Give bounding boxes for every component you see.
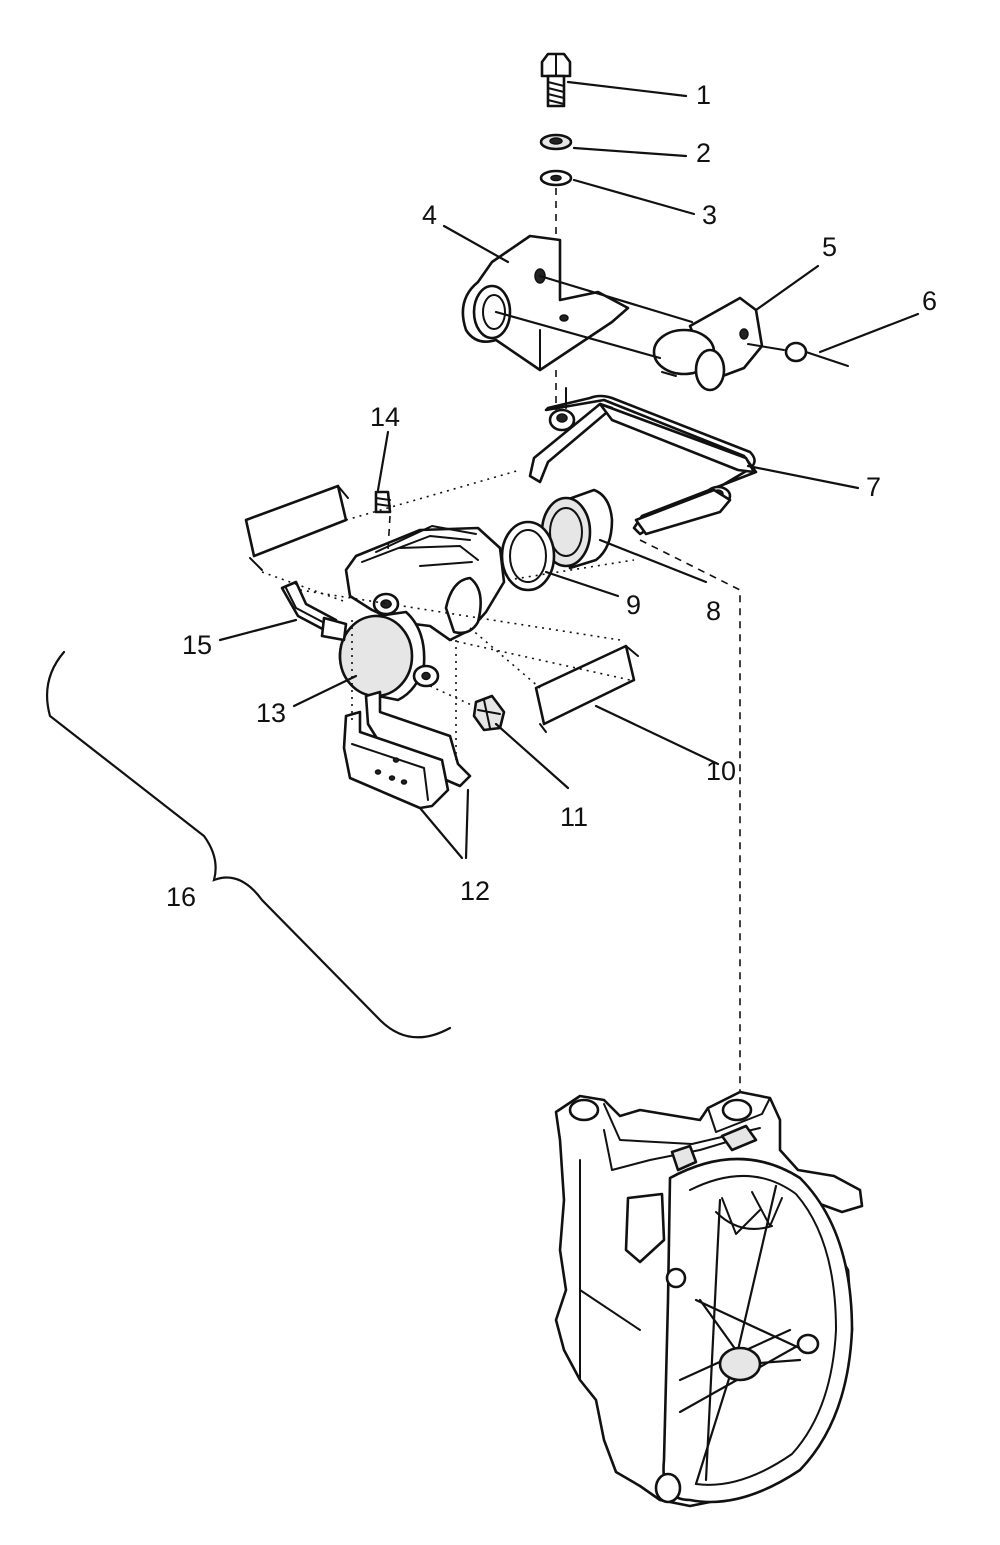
bracket-lever-link-upper [538, 274, 694, 324]
part-bolt [540, 52, 572, 108]
callout-11: 11 [560, 802, 588, 832]
part-flat-washer [539, 169, 573, 187]
part-fitting [472, 694, 506, 732]
callout-15: 15 [182, 630, 212, 660]
part-seal-ring [500, 520, 556, 592]
callout-labels: 1 2 3 4 5 6 7 8 9 10 11 12 13 14 15 16 [166, 80, 937, 912]
callout-13: 13 [256, 698, 286, 728]
kit-bracket [46, 650, 452, 1039]
part-pin [747, 341, 849, 367]
part-mounting-bracket [461, 234, 630, 372]
callout-2: 2 [696, 138, 711, 168]
part-piston [540, 488, 614, 570]
callout-4: 4 [422, 200, 437, 230]
callout-16: 16 [166, 882, 196, 912]
callout-3: 3 [702, 200, 717, 230]
part-lock-washer [539, 133, 573, 151]
bracket-lever-link-lower [494, 310, 662, 360]
part-shim-upper [244, 484, 349, 571]
part-shim-lower [534, 644, 639, 733]
part-housing [554, 1090, 864, 1508]
callout-1: 1 [696, 80, 711, 110]
callout-6: 6 [922, 286, 937, 316]
alignment-lines [261, 370, 741, 1110]
part-lever-arm [652, 296, 764, 392]
part-caliper-body [338, 525, 506, 702]
callout-5: 5 [822, 232, 837, 262]
callout-7: 7 [866, 472, 881, 502]
callout-9: 9 [626, 590, 641, 620]
part-bleeder [374, 490, 392, 514]
part-caliper-yoke [528, 387, 758, 536]
leader-lines [218, 80, 920, 860]
callout-14: 14 [370, 402, 400, 432]
callout-8: 8 [706, 596, 721, 626]
part-brake-line [280, 580, 348, 642]
callout-12: 12 [460, 876, 490, 906]
part-brake-pad-outer [342, 710, 450, 810]
callout-10: 10 [706, 756, 736, 786]
